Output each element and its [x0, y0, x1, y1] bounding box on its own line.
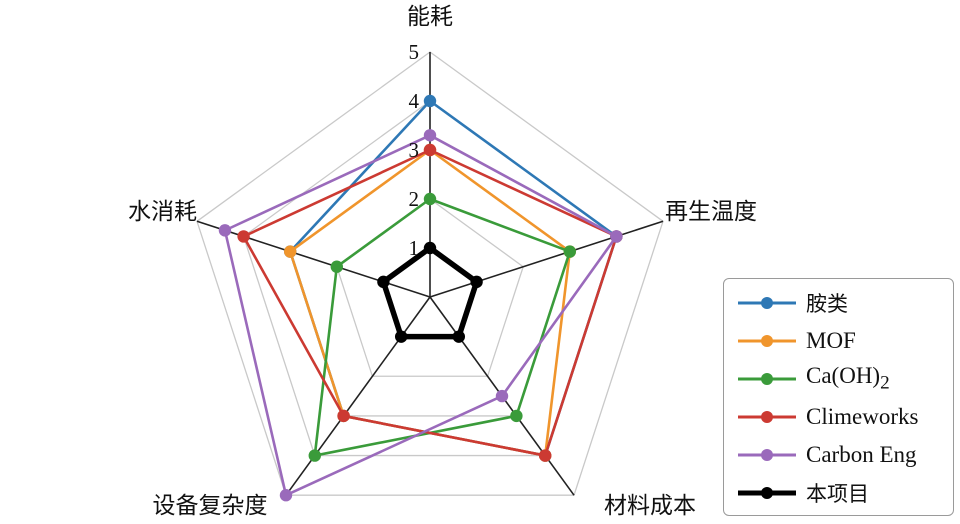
- series-point-2-4: [330, 260, 343, 273]
- legend-swatch-mof: [738, 335, 796, 347]
- series-point-5-3: [394, 330, 408, 343]
- legend-item-mof: MOF: [736, 326, 856, 356]
- series-point-4-0: [423, 129, 437, 142]
- radar-spokes: [196, 52, 664, 496]
- axis-label-equipment-complexity: 设备复杂度: [153, 493, 268, 519]
- legend-label-caoh2: Ca(OH)2: [806, 363, 890, 394]
- series-point-5-0: [423, 241, 437, 255]
- series-point-3-0: [423, 143, 437, 157]
- legend: 胺类 MOF Ca(OH)2 Climeworks Carbon Eng 本项目: [723, 278, 954, 516]
- spoke-1: [429, 220, 664, 298]
- legend-item-carbon-eng: Carbon Eng: [736, 440, 917, 470]
- legend-item-climeworks: Climeworks: [736, 402, 918, 432]
- spoke-3: [285, 296, 431, 496]
- legend-label-carbon-eng: Carbon Eng: [806, 442, 917, 467]
- series-point-3-3: [337, 409, 350, 423]
- legend-label-climeworks: Climeworks: [806, 404, 919, 429]
- axis-label-regen-temp: 再生温度: [665, 199, 757, 225]
- series-point-2-1: [563, 245, 577, 258]
- series-layer: [218, 94, 623, 502]
- series-point-5-1: [470, 275, 483, 289]
- series-point-3-4: [237, 230, 250, 243]
- grid-ring-5: [196, 51, 664, 496]
- spoke-4: [196, 220, 431, 298]
- series-point-2-0: [423, 192, 437, 206]
- series-point-0-0: [423, 94, 437, 108]
- axis-label-water-consumption: 水消耗: [128, 199, 197, 225]
- series-point-4-1: [610, 230, 623, 243]
- radial-tick-2: 2: [409, 187, 420, 211]
- legend-swatch-amine: [738, 297, 796, 309]
- legend-swatch-carbon-eng: [738, 449, 796, 461]
- series-4: [218, 129, 623, 502]
- series-line-5: [380, 245, 480, 340]
- legend-label-mof: MOF: [806, 328, 856, 353]
- legend-swatch-this-project: [738, 487, 796, 499]
- legend-label-this-project: 本项目: [806, 482, 869, 506]
- series-line-4: [223, 134, 618, 497]
- series-point-3-2: [539, 449, 552, 462]
- series-point-4-2: [495, 389, 509, 403]
- series-2: [308, 192, 577, 462]
- series-point-5-2: [452, 330, 466, 343]
- legend-label-amine: 胺类: [806, 292, 848, 316]
- axis-label-material-cost: 材料成本: [604, 493, 696, 519]
- legend-item-amine: 胺类: [736, 288, 848, 318]
- axis-labels: 能耗 再生温度 材料成本 设备复杂度 水消耗: [128, 4, 757, 519]
- series-line-3: [242, 148, 618, 457]
- series-point-2-3: [308, 449, 321, 462]
- series-point-1-4: [283, 245, 297, 258]
- radial-tick-3: 3: [409, 138, 420, 162]
- series-5: [377, 241, 483, 343]
- series-point-5-4: [377, 275, 390, 289]
- axis-label-energy: 能耗: [407, 4, 453, 30]
- radial-ticks: 1 2 3 4 5: [409, 40, 420, 260]
- radial-tick-5: 5: [409, 40, 420, 64]
- radial-tick-4: 4: [409, 89, 420, 113]
- legend-item-this-project: 本项目: [736, 478, 869, 508]
- radial-tick-1: 1: [409, 236, 420, 260]
- series-point-2-2: [510, 409, 523, 423]
- legend-swatch-climeworks: [738, 411, 796, 423]
- series-point-4-3: [279, 489, 293, 502]
- legend-item-caoh2: Ca(OH)2: [736, 363, 890, 394]
- series-point-4-4: [218, 224, 232, 237]
- legend-swatch-caoh2: [738, 373, 796, 385]
